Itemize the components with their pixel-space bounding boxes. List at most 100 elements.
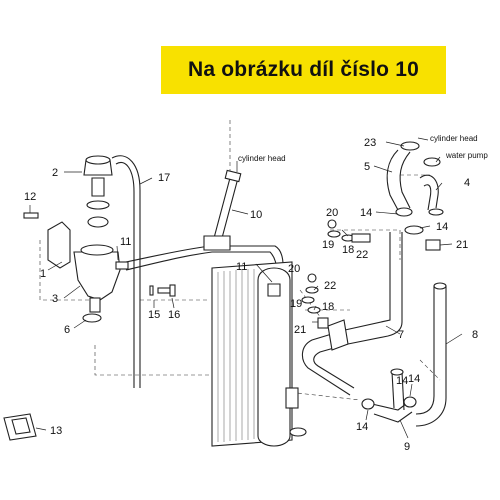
hose-4-outer — [419, 174, 439, 209]
callout-10: 10 — [250, 209, 262, 221]
callout-5: 5 — [364, 161, 370, 173]
radiator-bottom-fitting — [289, 427, 307, 437]
callout-8: 8 — [472, 329, 478, 341]
cap-spring — [91, 177, 105, 197]
radiator — [211, 261, 307, 447]
bracket-21-middle — [317, 317, 329, 329]
callout-23: 23 — [364, 137, 376, 149]
clamp-water-pump — [423, 157, 441, 167]
callout-18-upper: 18 — [342, 244, 354, 256]
hose-7-clip — [327, 319, 349, 351]
part-number-banner: Na obrázku díl číslo 10 — [161, 46, 446, 94]
callout-19-upper: 19 — [322, 239, 334, 251]
radiator-fins — [217, 269, 255, 442]
bolt-15-16 — [149, 284, 176, 297]
t-fitting — [203, 235, 231, 251]
cap-top — [85, 155, 111, 165]
expansion-tank-assembly — [23, 155, 129, 323]
callout-11-upper: 11 — [120, 236, 131, 248]
callout-14-lower-left: 14 — [356, 421, 368, 433]
clamp-14-hose5 — [395, 207, 413, 217]
screw-20-upper — [327, 219, 337, 229]
fitting-set-upper — [327, 219, 441, 251]
clamp-23 — [400, 141, 420, 151]
callout-14-hose5: 14 — [360, 207, 372, 219]
callout-3: 3 — [52, 293, 58, 305]
part-13 — [3, 413, 37, 441]
hose-10-inner — [221, 177, 239, 239]
callout-4: 4 — [464, 177, 470, 189]
bolt-16-shaft — [157, 287, 171, 294]
expansion-tank — [73, 251, 121, 301]
callout-17: 17 — [158, 172, 170, 184]
tank-neck — [80, 244, 114, 256]
clamp-6 — [82, 313, 102, 323]
bolt-16-head — [169, 284, 176, 297]
label-cylinder-head-right: cylinder head — [430, 134, 478, 143]
callout-22-middle: 22 — [324, 280, 336, 292]
part-13-inner — [11, 417, 31, 435]
hose-4-inner — [423, 184, 432, 211]
mounting-bracket — [47, 221, 71, 269]
callout-21-right: 21 — [456, 239, 468, 251]
valve-disc — [87, 216, 109, 228]
callout-1: 1 — [40, 268, 46, 280]
callout-20-middle: 20 — [288, 263, 300, 275]
callout-6: 6 — [64, 324, 70, 336]
callout-13: 13 — [50, 425, 62, 437]
washer-19-upper — [327, 230, 341, 238]
callout-numbers: 1 2 3 4 5 6 7 8 9 10 11 11 12 13 14 14 1… — [24, 137, 478, 453]
callout-21-middle: 21 — [294, 324, 306, 336]
hose-17-outer — [111, 155, 141, 388]
clamp-14-lower-right — [403, 396, 417, 408]
tank-side-nozzle — [115, 261, 129, 270]
hose-5-inner — [399, 151, 411, 209]
washer-19-middle — [301, 296, 315, 304]
hose-5-outer — [386, 149, 399, 211]
adapter-22-upper — [351, 233, 371, 243]
radiator-lower-outlet — [285, 387, 299, 409]
bracket-21-upper — [425, 239, 441, 251]
callout-12: 12 — [24, 191, 36, 203]
hose-10-end-fitting — [224, 169, 242, 183]
clamp-14-lower-left — [361, 398, 375, 410]
callout-14-lower-right: 14 — [408, 373, 420, 385]
callout-18-middle: 18 — [322, 301, 334, 313]
callout-16: 16 — [168, 309, 180, 321]
hose-8-outer — [415, 286, 435, 415]
hose-8-inner — [415, 286, 447, 427]
washer-22-middle — [305, 286, 319, 294]
hose-9-inner — [373, 411, 413, 423]
washer-15 — [149, 285, 154, 296]
bolt-12 — [23, 212, 39, 219]
hose-10-outer — [213, 177, 231, 239]
hose-4 — [419, 157, 444, 216]
callout-20-upper: 20 — [326, 207, 338, 219]
label-cylinder-head-center: cylinder head — [238, 154, 286, 163]
callout-15: 15 — [148, 309, 160, 321]
hose-9-branch-outer — [391, 371, 395, 409]
screw-20-middle — [307, 273, 317, 283]
breather-hoses — [111, 155, 284, 388]
hose-9 — [361, 368, 417, 423]
banner-title: Na obrázku díl číslo 10 — [187, 58, 419, 81]
label-water-pump: water pump — [445, 151, 488, 160]
leader-lines — [29, 137, 463, 439]
callout-2: 2 — [52, 167, 58, 179]
radiator-filler-neck — [267, 283, 281, 297]
radiator-side-tank — [257, 267, 291, 447]
callout-9: 9 — [404, 441, 410, 453]
hose-8-top — [433, 282, 447, 290]
hose-7 — [301, 225, 424, 396]
callout-14-hose4: 14 — [436, 221, 448, 233]
callout-11-lower: 11 — [236, 261, 247, 273]
callout-19-middle: 19 — [290, 298, 302, 310]
callout-7: 7 — [398, 329, 404, 341]
callout-22-upper: 22 — [356, 249, 368, 261]
hose-7-outer — [301, 232, 391, 396]
hose-9-branch-inner — [401, 371, 405, 411]
hose-8 — [415, 282, 447, 427]
clamp-14-hose4 — [428, 208, 444, 216]
hose-9-branch-top — [390, 368, 404, 376]
